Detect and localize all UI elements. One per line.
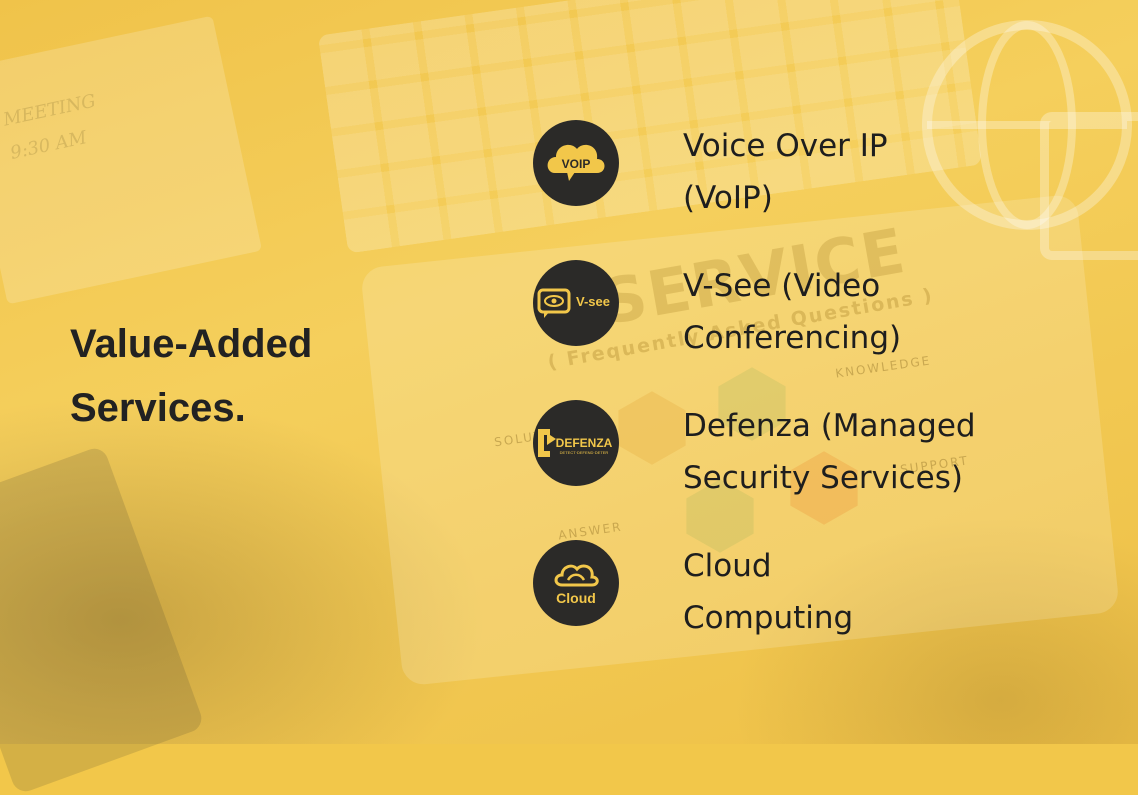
v-see-badge: V-see <box>533 260 619 346</box>
service-item-defenza: DEFENZA DETECT·DEFEND·DETER Defenza (Man… <box>533 400 1093 540</box>
service-item-voip: VOIP Voice Over IP (VoIP) <box>533 120 1093 260</box>
voip-badge: VOIP <box>533 120 619 206</box>
background-hexagon-1 <box>618 391 686 465</box>
services-list: VOIP Voice Over IP (VoIP) V-see V-See (V… <box>533 120 1093 680</box>
service-label: Voice Over IP (VoIP) <box>683 120 1013 224</box>
v-see-icon-text: V-see <box>576 294 610 309</box>
service-label-line-2: Conferencing) <box>683 320 902 356</box>
service-label-line-1: Defenza (Managed <box>683 408 976 444</box>
service-label-line-2: (VoIP) <box>683 180 773 216</box>
service-label-line-1: Voice Over IP <box>683 128 888 164</box>
cloud-badge: Cloud <box>533 540 619 626</box>
page-title-line-1: Value-Added <box>70 322 313 366</box>
service-label-line-2: Security Services) <box>683 460 963 496</box>
voip-icon-text: VOIP <box>562 157 591 171</box>
defenza-icon-subtext: DETECT·DEFEND·DETER <box>560 450 609 455</box>
cloud-icon-text: Cloud <box>556 590 596 606</box>
service-label-line-2: Computing <box>683 600 854 636</box>
service-label-line-1: V-See (Video <box>683 268 881 304</box>
page-title: Value-Added Services. <box>70 312 312 440</box>
background-hexagon-4 <box>790 451 858 525</box>
defenza-badge: DEFENZA DETECT·DEFEND·DETER <box>533 400 619 486</box>
service-label: Cloud Computing <box>683 540 1013 644</box>
defenza-icon: DEFENZA DETECT·DEFEND·DETER <box>538 429 613 457</box>
service-label: V-See (Video Conferencing) <box>683 260 1013 364</box>
background-upload-box <box>1040 112 1138 260</box>
v-see-icon: V-see <box>537 288 610 318</box>
service-item-v-see: V-see V-See (Video Conferencing) <box>533 260 1093 400</box>
voip-icon: VOIP <box>547 144 605 181</box>
background-globe-icon <box>922 20 1132 230</box>
service-label-line-1: Cloud <box>683 548 772 584</box>
page-title-line-2: Services. <box>70 386 246 430</box>
background-hexagon-2 <box>718 367 786 441</box>
service-item-cloud: Cloud Cloud Computing <box>533 540 1093 680</box>
cloud-icon: Cloud <box>554 564 599 606</box>
service-label: Defenza (Managed Security Services) <box>683 400 1013 504</box>
defenza-icon-text: DEFENZA <box>556 436 613 450</box>
background-hexagon-3 <box>686 479 754 553</box>
